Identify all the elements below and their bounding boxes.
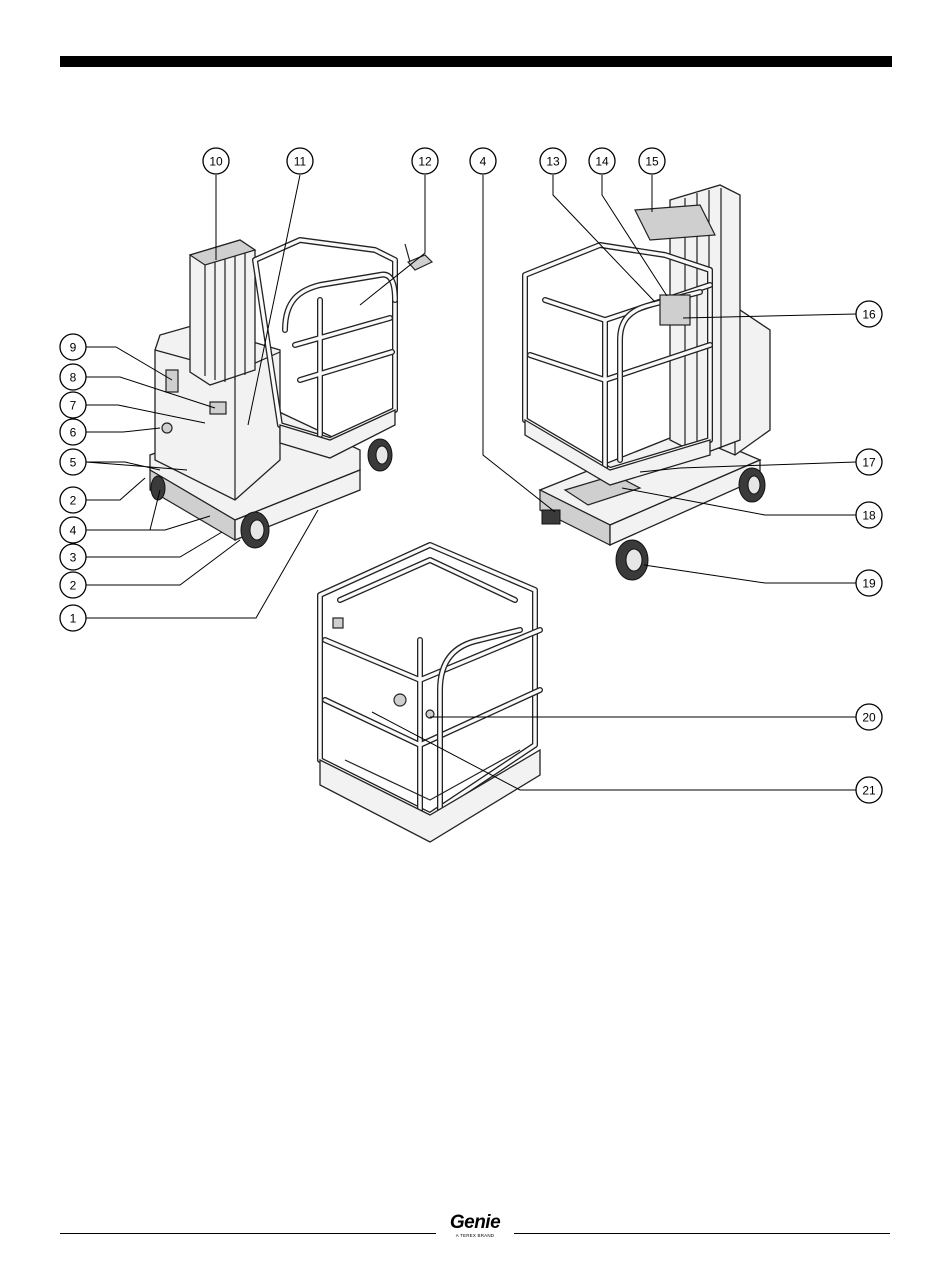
callout-14: 14	[589, 148, 615, 174]
brand-tagline: A TEREX BRAND	[440, 1233, 510, 1239]
svg-text:1: 1	[70, 612, 77, 626]
callout-10: 10	[203, 148, 229, 174]
callout-13: 13	[540, 148, 566, 174]
brand-name: Genie	[440, 1213, 510, 1233]
machine-front-view	[150, 240, 432, 548]
svg-text:2: 2	[70, 494, 77, 508]
callout-6: 6	[60, 419, 86, 445]
callout-18: 18	[856, 502, 882, 528]
callout-5: 5	[60, 449, 86, 475]
callout-2-upper: 2	[60, 487, 86, 513]
callout-4-left: 4	[60, 517, 86, 543]
svg-text:7: 7	[70, 399, 77, 413]
svg-text:18: 18	[862, 509, 876, 523]
svg-text:16: 16	[862, 308, 876, 322]
callout-2-lower: 2	[60, 572, 86, 598]
svg-text:5: 5	[70, 456, 77, 470]
svg-text:2: 2	[70, 579, 77, 593]
svg-text:3: 3	[70, 551, 77, 565]
callout-12: 12	[412, 148, 438, 174]
callout-9: 9	[60, 334, 86, 360]
callout-20: 20	[856, 704, 882, 730]
callout-15: 15	[639, 148, 665, 174]
svg-text:17: 17	[862, 456, 876, 470]
footer-rule-right	[514, 1233, 890, 1234]
svg-text:20: 20	[862, 711, 876, 725]
svg-text:13: 13	[546, 155, 560, 169]
callout-7: 7	[60, 392, 86, 418]
callout-1: 1	[60, 605, 86, 631]
callout-16: 16	[856, 301, 882, 327]
svg-text:21: 21	[862, 784, 876, 798]
callout-17: 17	[856, 449, 882, 475]
callout-4-top: 4	[470, 148, 496, 174]
callout-3: 3	[60, 544, 86, 570]
callout-8: 8	[60, 364, 86, 390]
svg-text:12: 12	[418, 155, 432, 169]
svg-text:6: 6	[70, 426, 77, 440]
svg-text:4: 4	[480, 155, 487, 169]
callout-21: 21	[856, 777, 882, 803]
platform-detail	[320, 545, 540, 842]
footer: Genie A TEREX BRAND	[60, 1210, 890, 1250]
svg-text:4: 4	[70, 524, 77, 538]
brand-logo: Genie A TEREX BRAND	[440, 1213, 510, 1239]
svg-text:15: 15	[645, 155, 659, 169]
footer-rule-left	[60, 1233, 436, 1234]
callout-19: 19	[856, 570, 882, 596]
svg-text:14: 14	[595, 155, 609, 169]
machine-rear-view	[525, 185, 770, 580]
svg-text:10: 10	[209, 155, 223, 169]
svg-text:19: 19	[862, 577, 876, 591]
callout-11: 11	[287, 148, 313, 174]
svg-text:8: 8	[70, 371, 77, 385]
svg-text:9: 9	[70, 341, 77, 355]
svg-text:11: 11	[294, 155, 307, 169]
